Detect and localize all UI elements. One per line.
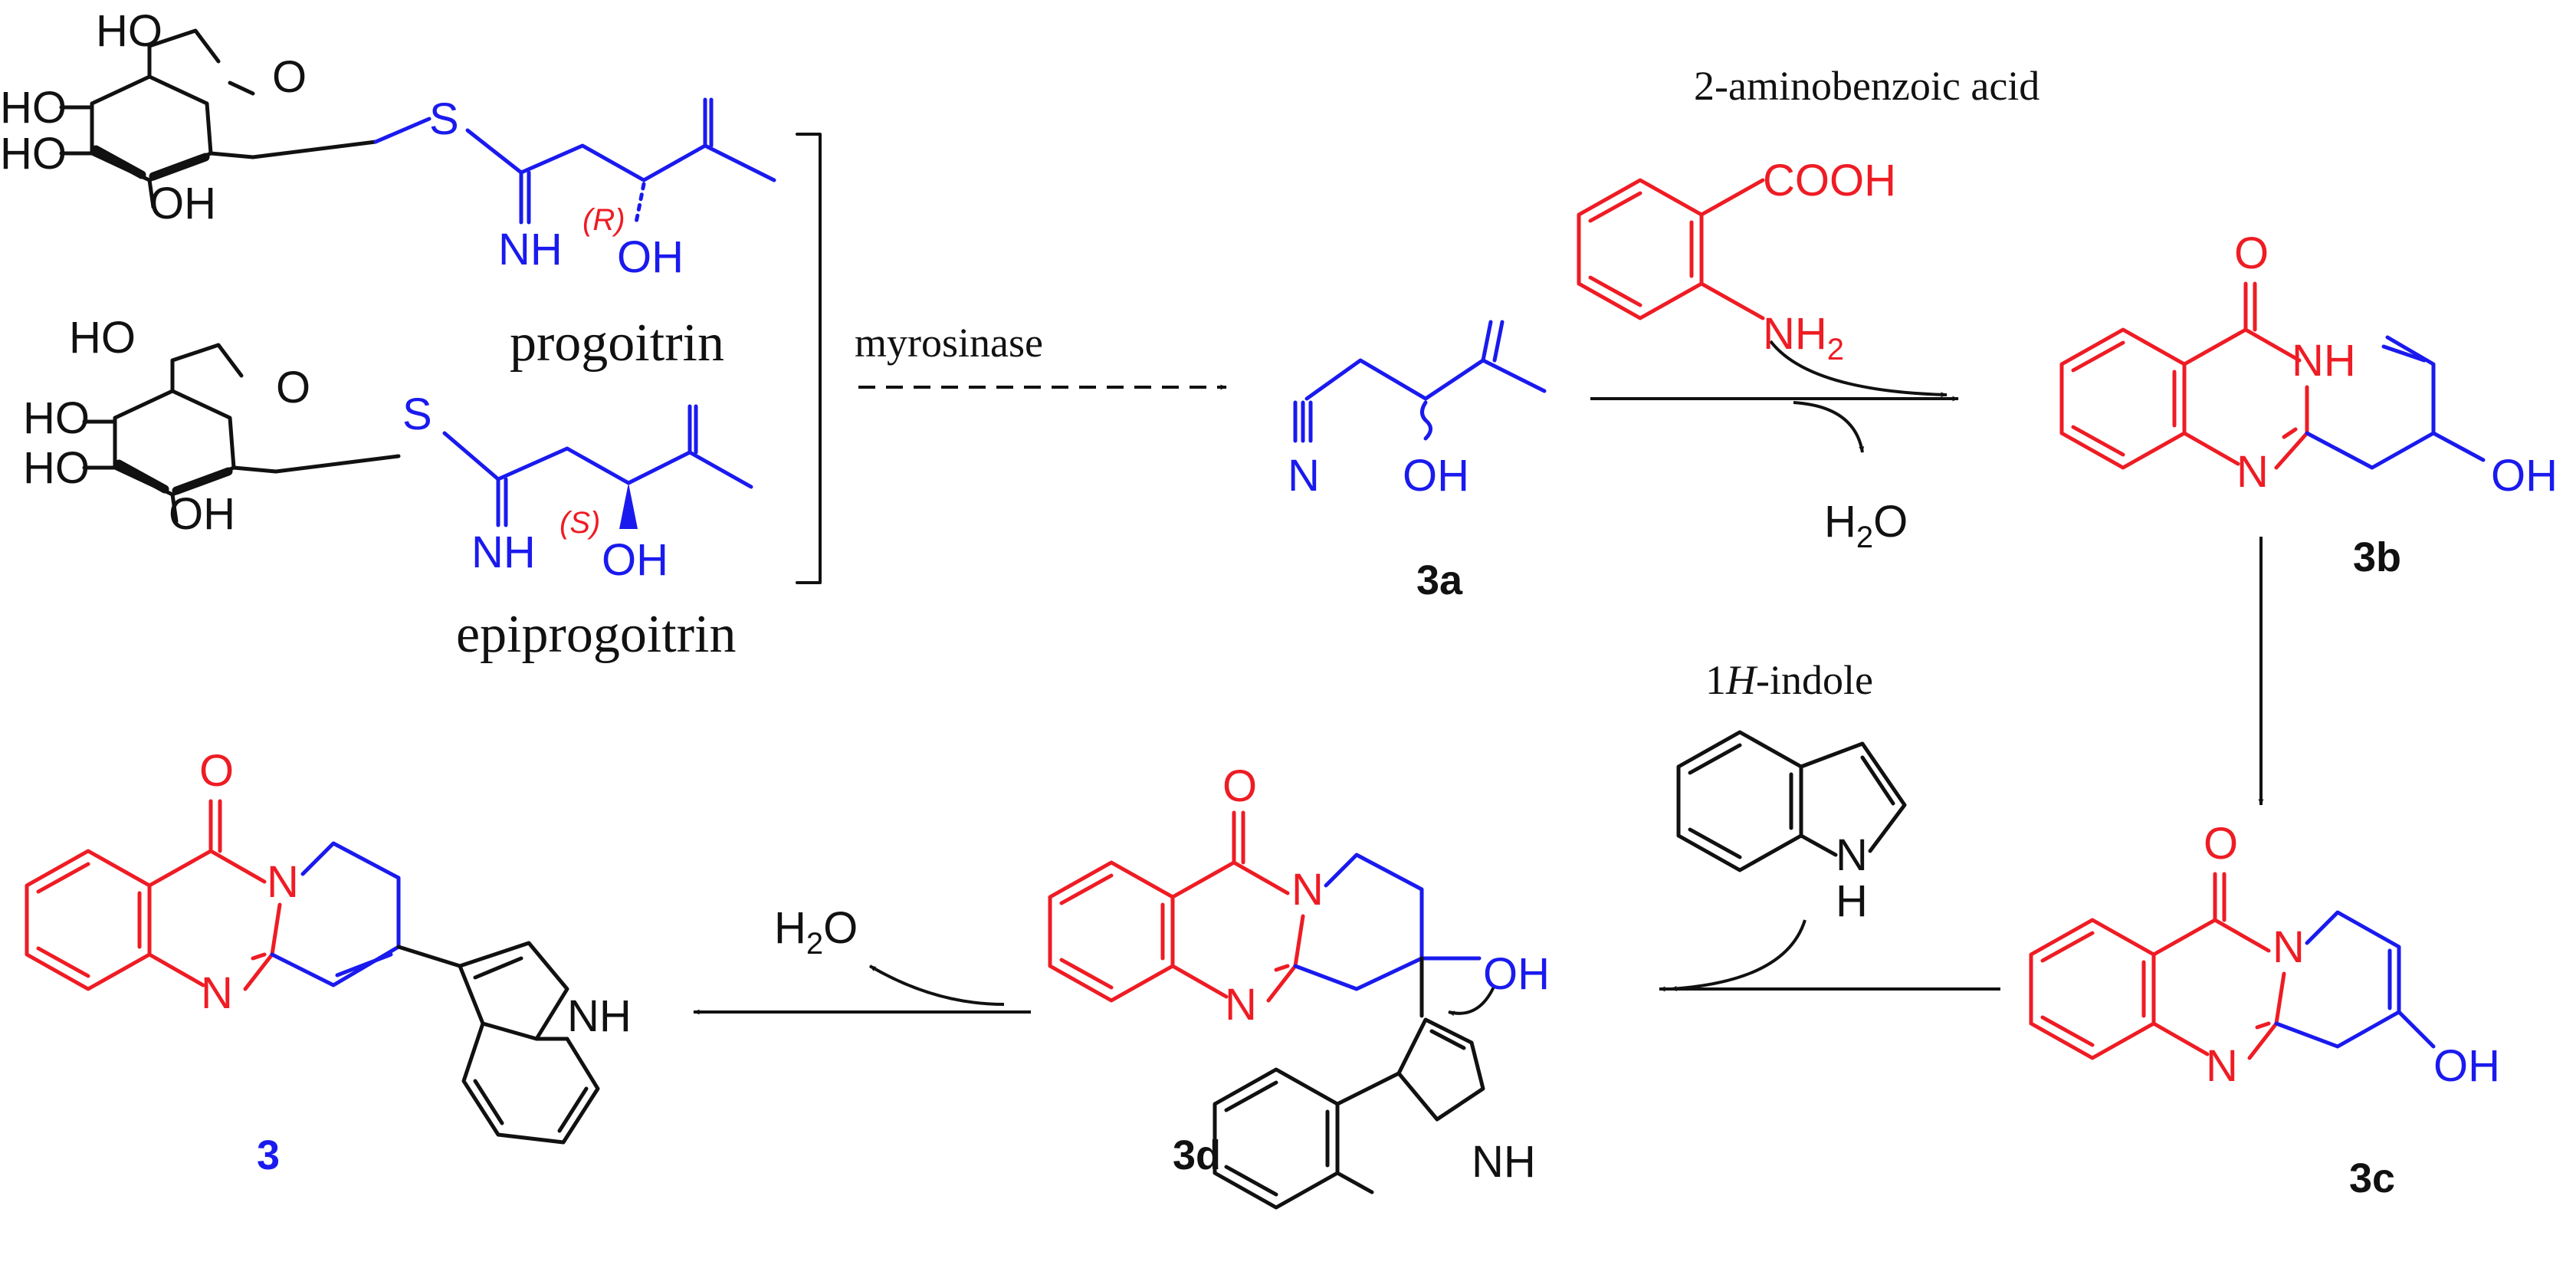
indole-n-label: N — [1836, 830, 1868, 880]
water-label-3b: H2O — [1824, 497, 1908, 554]
aminobenzoic-acid-structure — [1577, 178, 1765, 320]
reagent-curved-arrow — [1769, 340, 1948, 398]
oh-label: OH — [169, 489, 235, 539]
indole-h-label: H — [1836, 876, 1868, 926]
compound-3d-label: 3d — [1173, 1132, 1221, 1178]
ring-oxygen-label: O — [276, 363, 310, 412]
carbonyl-o-label: O — [2234, 228, 2269, 278]
nitrile-n-label: N — [1288, 451, 1320, 501]
oh-label: OH — [602, 535, 668, 585]
compound-3a-structure — [1293, 320, 1547, 443]
compound-3b-structure — [2059, 281, 2486, 470]
oh-label: OH — [1483, 949, 1550, 999]
carbonyl-o-label: O — [2204, 819, 2238, 869]
oh-label: OH — [1403, 451, 1469, 501]
carbonyl-o-label: O — [199, 746, 234, 796]
indole-nh-label: NH — [1472, 1137, 1536, 1187]
water-subscript: 2 — [806, 927, 823, 961]
water-curved-arrow — [1793, 401, 1865, 453]
sulfur-label: S — [429, 94, 459, 144]
indole-nh-label: NH — [567, 991, 632, 1041]
indole-suffix: -indole — [1756, 657, 1873, 703]
imine-n-label: N — [2236, 447, 2269, 497]
compound-3b-label: 3b — [2353, 534, 2401, 580]
indole-structure — [1676, 730, 1907, 872]
compound-3-label: 3 — [257, 1132, 280, 1178]
imine-nh-label: NH — [498, 225, 563, 274]
water-subscript: 2 — [1856, 521, 1873, 554]
sulfur-label: S — [402, 389, 432, 439]
epiprogoitrin-structure: HO O HO HO OH S NH (S) OH epiprogoitrin — [23, 313, 753, 664]
oh-label: OH — [149, 179, 216, 228]
compound-3c-structure — [2029, 872, 2436, 1060]
indole-label: 1H-indole — [1705, 657, 1873, 703]
oh-leaving-arrow — [1448, 984, 1496, 1017]
ho-label: HO — [96, 6, 162, 56]
oh-label: OH — [2491, 451, 2558, 501]
indole-curved-arrow — [1670, 919, 1806, 992]
imine-n-label: N — [1225, 980, 1257, 1030]
ho-label: HO — [23, 393, 90, 443]
imine-n-label: N — [201, 968, 233, 1018]
compound-3d-structure — [1048, 810, 1496, 1210]
carbonyl-o-label: O — [1222, 761, 1257, 811]
water-o: O — [1873, 497, 1908, 547]
compound-3c-label: 3c — [2349, 1155, 2395, 1201]
ring-n-label: N — [2272, 922, 2305, 972]
progoitrin-name: progoitrin — [510, 314, 724, 373]
compound-3a-label: 3a — [1416, 557, 1463, 603]
water-h: H — [774, 903, 806, 953]
water-o: O — [823, 903, 858, 953]
compound-3-structure — [25, 799, 600, 1145]
epiprogoitrin-side-chain — [442, 404, 753, 529]
glucose-ring — [82, 343, 401, 524]
cooh-label: COOH — [1763, 156, 1896, 205]
water-label-3: H2O — [774, 903, 858, 961]
imine-nh-label: NH — [471, 527, 536, 577]
nh-label: NH — [2292, 336, 2356, 386]
nh2-base: NH — [1763, 309, 1827, 359]
progoitrin-side-chain — [373, 97, 776, 225]
stereo-s-label: (S) — [560, 506, 600, 540]
ho-label: HO — [23, 443, 90, 493]
imine-n-label: N — [2206, 1041, 2238, 1091]
epiprogoitrin-name: epiprogoitrin — [456, 605, 736, 664]
aminobenzoic-acid-label: 2-aminobenzoic acid — [1694, 63, 2039, 109]
indole-prefix: 1 — [1705, 657, 1726, 703]
glucose-ring — [59, 28, 378, 209]
oh-label: OH — [2433, 1041, 2500, 1091]
ring-n-label: N — [267, 857, 299, 907]
myrosinase-label: myrosinase — [855, 320, 1043, 366]
ring-oxygen-label: O — [272, 52, 307, 102]
indole-italic-h: H — [1725, 657, 1758, 703]
ho-label: HO — [69, 313, 136, 363]
water-h: H — [1824, 497, 1856, 547]
ring-n-label: N — [1291, 865, 1324, 915]
stereo-r-label: (R) — [582, 203, 625, 237]
water-curved-arrow — [868, 964, 1005, 1006]
nh2-label: NH2 — [1763, 309, 1844, 366]
progoitrin-structure: HO O HO HO OH S NH (R) OH progoitrin — [0, 6, 776, 373]
ho-label: HO — [0, 129, 67, 179]
bracket — [796, 133, 822, 584]
ho-label: HO — [0, 83, 67, 133]
oh-label: OH — [617, 232, 684, 282]
nh2-subscript: 2 — [1827, 333, 1844, 366]
